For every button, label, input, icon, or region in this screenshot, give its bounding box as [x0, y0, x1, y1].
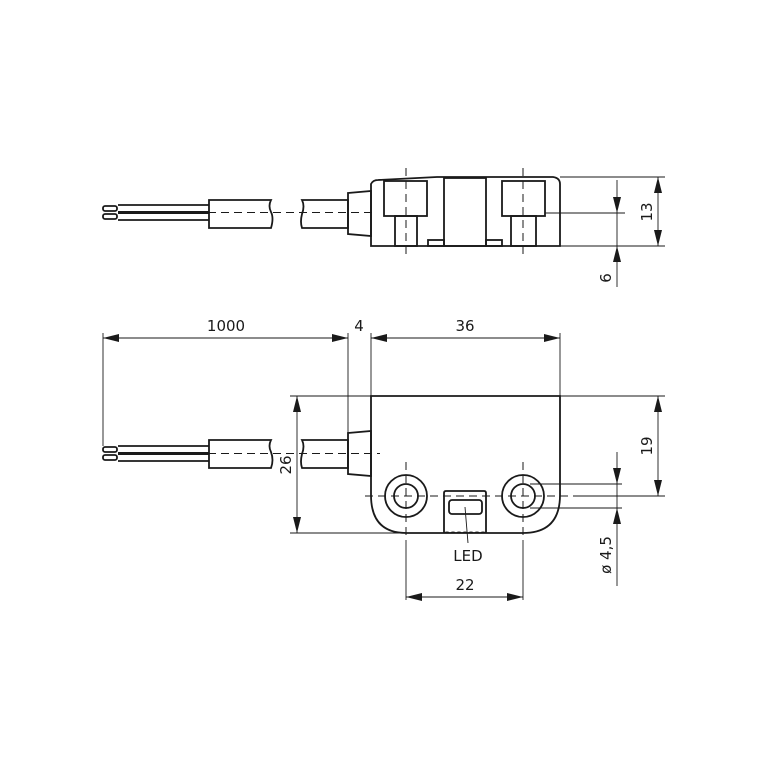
cable-jacket-side [208, 199, 349, 229]
dimension-6: 6 [597, 180, 621, 287]
svg-text:19: 19 [638, 436, 656, 455]
dimension-4: 4 [354, 317, 364, 335]
cable-jacket-top [208, 439, 349, 469]
dimension-hole-diameter: ø 4,5 [597, 452, 621, 586]
dimension-19: 19 [638, 396, 662, 496]
dimension-13: 13 [638, 177, 662, 246]
dimension-1000: 1000 [103, 317, 348, 342]
dimension-26: 26 [277, 396, 301, 533]
svg-text:13: 13 [638, 202, 656, 221]
dimension-22: 22 [406, 576, 523, 601]
svg-text:4: 4 [354, 317, 364, 335]
svg-text:ø 4,5: ø 4,5 [597, 536, 615, 574]
side-view: 13 6 [102, 168, 665, 287]
cable-gland-side [347, 190, 372, 237]
svg-text:22: 22 [455, 576, 474, 594]
svg-text:LED: LED [453, 547, 482, 565]
svg-text:6: 6 [597, 273, 615, 283]
led-callout: LED [453, 506, 483, 565]
sensor-body-side [370, 176, 561, 247]
svg-text:36: 36 [455, 317, 474, 335]
svg-text:26: 26 [277, 455, 295, 474]
dimension-36: 36 [371, 317, 560, 342]
svg-text:1000: 1000 [207, 317, 245, 335]
top-view: 1000 4 36 26 19 [102, 317, 665, 601]
